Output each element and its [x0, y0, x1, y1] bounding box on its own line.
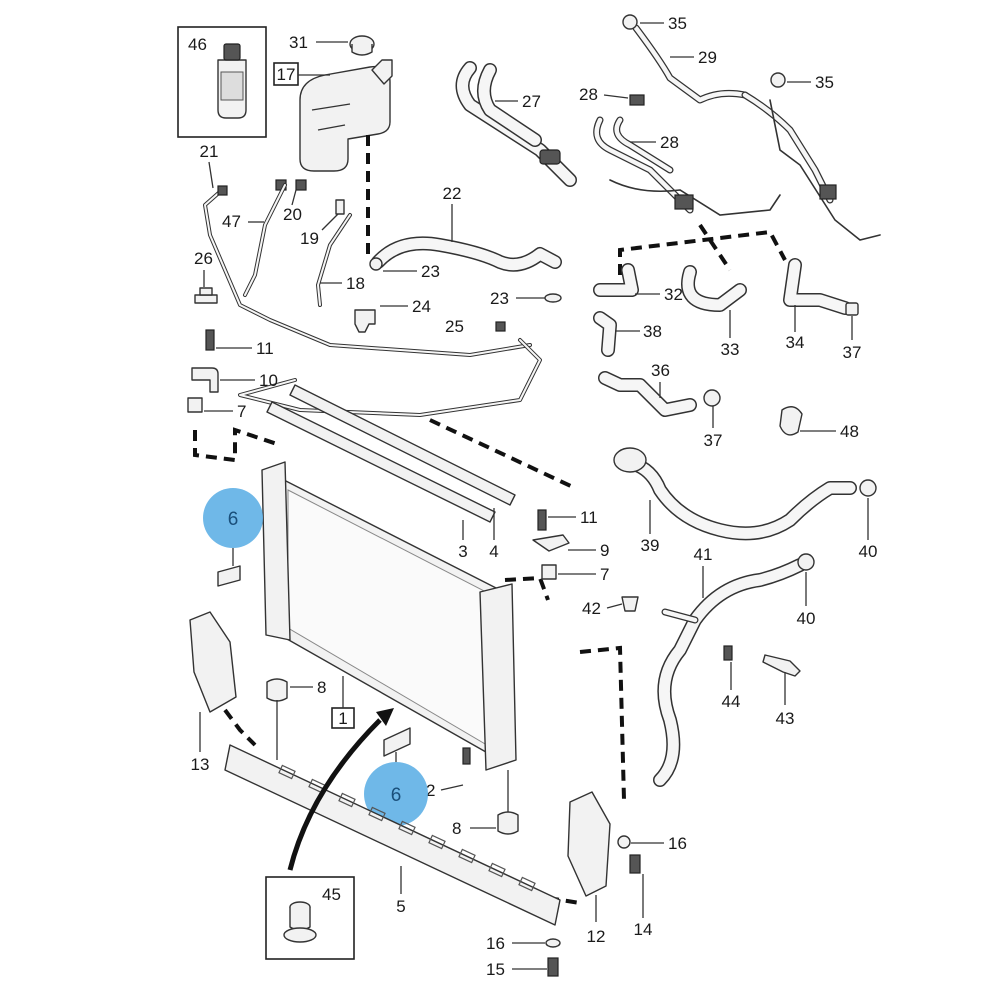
callout-15: 15	[486, 960, 505, 979]
callout-47: 47	[222, 212, 241, 231]
callout-45: 45	[322, 885, 341, 904]
expansion-tank	[299, 35, 393, 172]
hose-39	[613, 447, 877, 541]
callout-36: 36	[651, 361, 670, 380]
lower-shield-5	[224, 744, 561, 926]
callout-23b: 23	[490, 289, 509, 308]
clip-42	[621, 596, 639, 612]
callout-20: 20	[283, 205, 302, 224]
bolts-15-16	[545, 938, 561, 977]
callout-8b: 8	[452, 819, 461, 838]
bracket-9	[532, 509, 570, 580]
seal-strips	[266, 384, 516, 523]
callout-7b: 7	[600, 565, 609, 584]
callout-40b: 40	[797, 609, 816, 628]
clip-48	[779, 406, 803, 436]
callout-13: 13	[191, 755, 210, 774]
callout-21: 21	[200, 142, 219, 161]
hose-22	[369, 236, 562, 272]
inset-45	[265, 876, 355, 960]
callout-44: 44	[722, 692, 741, 711]
callout-16b: 16	[486, 934, 505, 953]
fittings-43-44	[723, 645, 801, 677]
mounts-8	[266, 678, 519, 835]
callout-17: 17	[277, 65, 296, 84]
detail-arrow	[287, 718, 382, 871]
callout-7a: 7	[237, 402, 246, 421]
hose-29-harness	[593, 14, 881, 241]
hose-38	[593, 311, 617, 357]
callout-26: 26	[194, 249, 213, 268]
callout-18: 18	[346, 274, 365, 293]
callout-12: 12	[587, 927, 606, 946]
bracket-12	[567, 791, 611, 897]
callout-33: 33	[721, 340, 740, 359]
callout-14: 14	[634, 920, 653, 939]
callout-28a: 28	[579, 85, 598, 104]
callout-34: 34	[786, 333, 805, 352]
callout-38: 38	[643, 322, 662, 341]
callout-48: 48	[840, 422, 859, 441]
callout-6a: 6	[228, 509, 239, 530]
callout-8a: 8	[317, 678, 326, 697]
callout-37a: 37	[843, 343, 862, 362]
inset-coolant-bottle	[177, 26, 267, 138]
bracket-10	[187, 329, 219, 413]
callout-31: 31	[289, 33, 308, 52]
callout-39: 39	[641, 536, 660, 555]
callout-23a: 23	[421, 262, 440, 281]
bracket-24	[354, 309, 376, 333]
callout-35b: 35	[815, 73, 834, 92]
callout-41: 41	[694, 545, 713, 564]
callout-28b: 28	[660, 133, 679, 152]
callout-1: 1	[338, 709, 347, 728]
bleed-pipes	[203, 183, 542, 417]
clip-26	[194, 287, 218, 304]
callout-27: 27	[522, 92, 541, 111]
callout-32: 32	[664, 285, 683, 304]
callout-5: 5	[396, 897, 405, 916]
callout-29: 29	[698, 48, 717, 67]
callout-22: 22	[443, 184, 462, 203]
callout-19: 19	[300, 229, 319, 248]
radiator	[261, 461, 517, 771]
callout-25: 25	[445, 317, 464, 336]
callout-37b: 37	[704, 431, 723, 450]
bolts-14-16	[617, 835, 641, 874]
callout-40a: 40	[859, 542, 878, 561]
callout-9: 9	[600, 541, 609, 560]
callout-2: 2	[426, 781, 435, 800]
callout-11a: 11	[256, 339, 274, 358]
hoses-32-33-34	[593, 258, 859, 316]
callout-6b: 6	[391, 785, 402, 806]
callout-4: 4	[489, 542, 498, 561]
hose-27	[455, 61, 577, 187]
callout-43: 43	[776, 709, 795, 728]
highlight-6-upper	[203, 488, 263, 548]
highlight-6-lower	[364, 762, 428, 826]
callout-11b: 11	[580, 508, 598, 527]
callout-10: 10	[259, 371, 278, 390]
callout-35a: 35	[668, 14, 687, 33]
grommet-45	[283, 901, 317, 943]
callout-46: 46	[188, 35, 207, 54]
bracket-13	[189, 611, 237, 713]
callout-3: 3	[458, 542, 467, 561]
callout-42: 42	[582, 599, 601, 618]
callout-16a: 16	[668, 834, 687, 853]
hose-41	[653, 553, 815, 787]
callout-24: 24	[412, 297, 431, 316]
hose-36	[598, 371, 721, 417]
mounts-6	[217, 565, 411, 757]
